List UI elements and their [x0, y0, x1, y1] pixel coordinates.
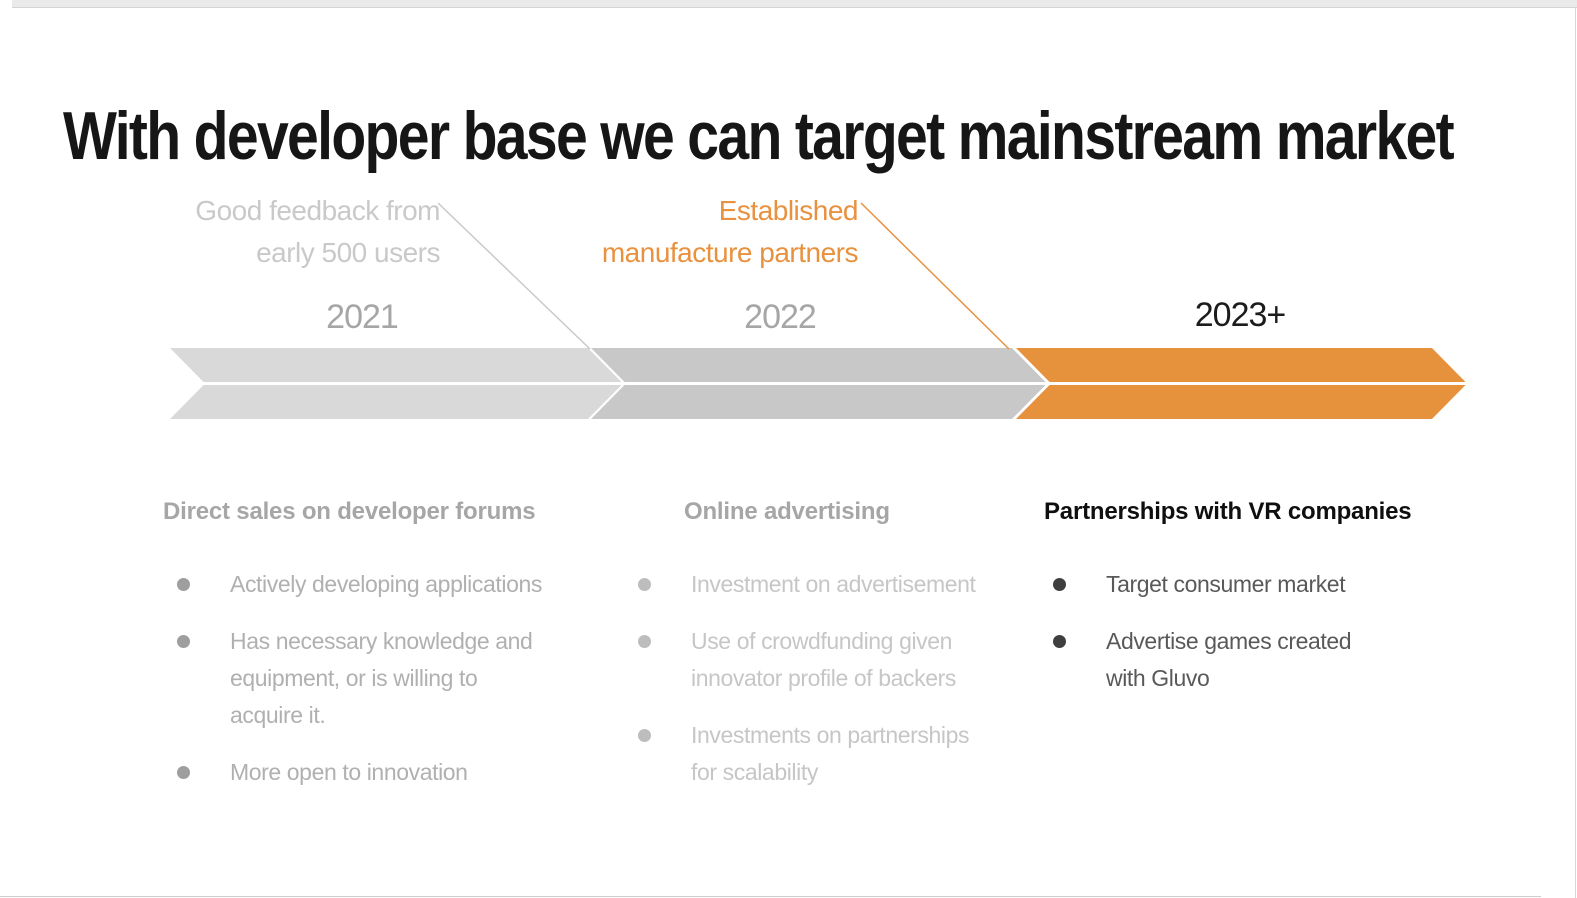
callout-manufacture-partners: Established manufacture partners — [601, 195, 859, 268]
bullet-item: Has necessary knowledge and equipment, o… — [176, 623, 596, 734]
bullet-item: Advertise games created with Gluvo — [1052, 623, 1432, 697]
bullet-item: Use of crowdfunding given innovator prof… — [637, 623, 1047, 697]
bullet-list-partnerships: Target consumer market Advertise games c… — [1052, 566, 1432, 717]
leader-line-2021 — [437, 202, 591, 350]
callout-good-feedback: Good feedback from early 500 users — [195, 195, 440, 268]
bullet-item: Investment on advertisement — [637, 566, 1047, 603]
bullet-list-direct-sales: Actively developing applications Has nec… — [176, 566, 596, 811]
bullet-list-online-advertising: Investment on advertisement Use of crowd… — [637, 566, 1047, 811]
year-label-2021: 2021 — [326, 298, 399, 336]
year-label-2023: 2023+ — [1194, 296, 1287, 334]
column-heading-partnerships: Partnerships with VR companies — [1044, 498, 1412, 525]
column-heading-direct-sales: Direct sales on developer forums — [163, 498, 536, 525]
column-heading-online-advertising: Online advertising — [684, 498, 890, 525]
bullet-item: More open to innovation — [176, 754, 596, 791]
bullet-item: Target consumer market — [1052, 566, 1432, 603]
bullet-item: Investments on partnerships for scalabil… — [637, 717, 1047, 791]
year-label-2022: 2022 — [744, 298, 817, 336]
bullet-item: Actively developing applications — [176, 566, 596, 603]
slide-title: With developer base we can target mainst… — [63, 97, 1455, 174]
leader-line-2023 — [860, 202, 1010, 350]
timeline-midline — [170, 382, 1467, 385]
slide-top-border — [12, 0, 1577, 8]
slide-bottom-border — [0, 896, 1541, 897]
slide-right-border — [1575, 7, 1576, 898]
